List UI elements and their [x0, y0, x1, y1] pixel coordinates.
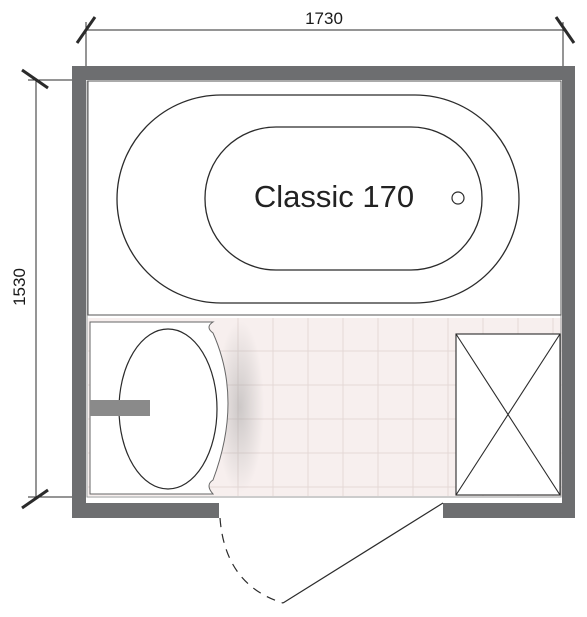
- bottom-wall-left: [72, 503, 219, 518]
- left-wall: [72, 66, 86, 518]
- faucet-icon: [90, 400, 150, 416]
- height-label: 1530: [10, 268, 29, 306]
- walls: [72, 66, 575, 518]
- bathtub-basin: [204, 126, 483, 271]
- storage-cabinet: [455, 333, 561, 496]
- sink: [89, 321, 264, 495]
- bathtub-label: Classic 170: [254, 179, 414, 214]
- drain-icon: [451, 191, 465, 205]
- door-leaf: [282, 502, 444, 604]
- top-wall: [72, 66, 575, 80]
- door: [219, 502, 444, 604]
- right-wall: [562, 66, 575, 518]
- height-dimension: [21, 68, 72, 510]
- width-dimension: [75, 16, 576, 66]
- bathtub: Classic 170: [87, 80, 562, 316]
- width-label: 1730: [305, 9, 343, 28]
- door-swing-arc: [219, 517, 284, 604]
- sink-shadow: [216, 321, 264, 493]
- bottom-wall-right: [443, 503, 575, 518]
